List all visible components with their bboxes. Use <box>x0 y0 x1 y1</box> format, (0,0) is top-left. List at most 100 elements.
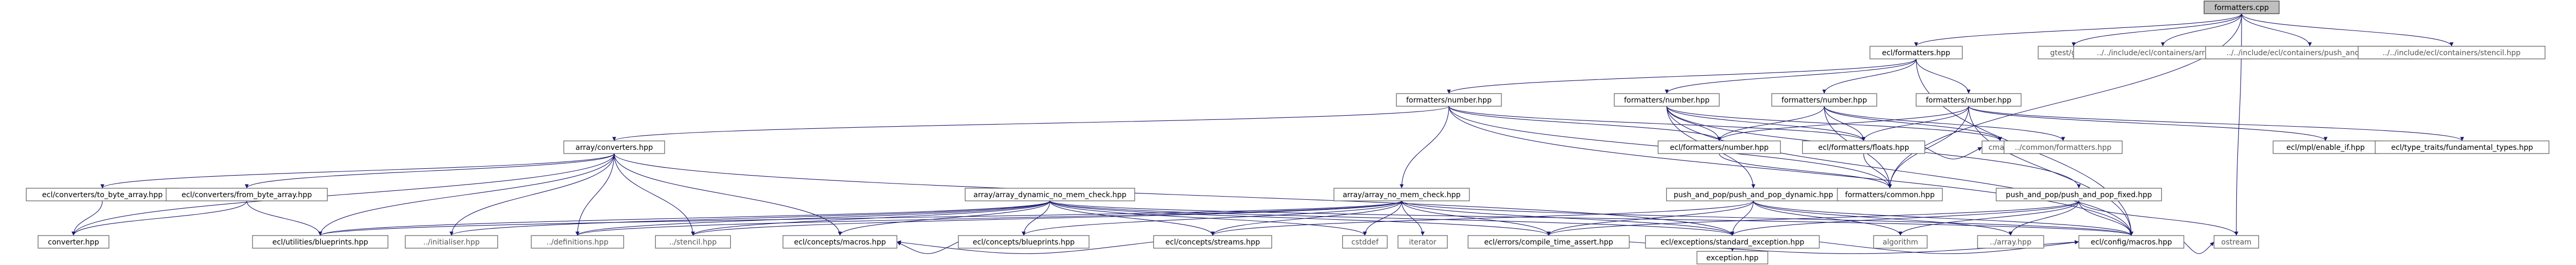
edge-root-to-gtest <box>2072 13 2242 47</box>
node-box <box>2213 235 2259 249</box>
edge-concepts_streams-to-concepts_macros <box>897 240 1154 254</box>
edge-fmt_num_1-to-ecl_fmt_floats <box>1448 106 1866 141</box>
edge-arr_nomem-to-std_exception <box>1401 200 1734 236</box>
node-exception[interactable]: exception.hpp <box>1696 251 1769 264</box>
node-definitions: ../definitions.hpp <box>531 235 624 249</box>
edge-fmt_num_4-to-config_macros <box>1968 106 2133 236</box>
edge-arr_dyn-to-compile_assert <box>1049 200 1551 236</box>
edge-arr_conv-to-conv_to <box>100 153 615 189</box>
edge-ecl_fmt_floats-to-cmath <box>1925 147 1982 160</box>
node-label: formatters/number.hpp <box>1926 96 2011 105</box>
node-label: push_and_pop/push_and_pop_fixed.hpp <box>2006 191 2152 199</box>
node-box <box>1873 235 1928 249</box>
node-label: converter.hpp <box>48 238 99 247</box>
edge-root-to-inc_pushpop <box>2241 13 2312 47</box>
node-label: ostream <box>2221 238 2252 247</box>
node-label: ../common/formatters.hpp <box>2015 144 2111 152</box>
node-box <box>1771 93 1877 107</box>
edge-arr_conv-to-conv_from <box>245 153 615 189</box>
node-box <box>1396 93 1502 107</box>
node-label: ../../include/ecl/containers/stencil.hpp <box>2383 49 2521 57</box>
node-ostream: ostream <box>2213 235 2259 249</box>
edge-fmt_num_1-to-ecl_fmt_num <box>1448 106 1721 141</box>
node-conv-from[interactable]: ecl/converters/from_byte_array.hpp <box>165 188 328 201</box>
node-conv-to[interactable]: ecl/converters/to_byte_array.hpp <box>26 188 179 201</box>
node-box <box>1696 251 1769 264</box>
node-box <box>1869 46 1963 59</box>
node-fmt-common[interactable]: formatters/common.hpp <box>1837 188 1943 201</box>
edge-arr_conv-to-initialiser <box>449 153 615 236</box>
edge-pp_dyn-to-compile_assert <box>1547 200 1754 236</box>
edge-pp_dyn-to-array_rel <box>1753 200 2013 236</box>
node-ecl-fmt[interactable]: ecl/formatters.hpp <box>1869 46 1963 59</box>
node-label: ../../include/ecl/containers/push_and_po… <box>2226 49 2393 57</box>
node-concepts-macros[interactable]: ecl/concepts/macros.hpp <box>782 235 898 249</box>
node-arr-nomem[interactable]: array/array_no_mem_check.hpp <box>1333 188 1470 201</box>
node-type-traits[interactable]: ecl/type_traits/fundamental_types.hpp <box>2374 140 2550 154</box>
edge-config_macros-to-ostream <box>2183 241 2214 254</box>
node-arr-conv[interactable]: array/converters.hpp <box>563 140 665 154</box>
node-label: ecl/concepts/macros.hpp <box>794 238 886 247</box>
edge-arr_dyn-to-std_exception <box>1049 200 1734 236</box>
node-label: iterator <box>1409 238 1436 247</box>
node-box <box>37 235 110 249</box>
node-initialiser: ../initialiser.hpp <box>405 235 498 249</box>
edge-pp_fixed-to-std_exception <box>1730 200 2079 236</box>
node-ecl-fmt-floats[interactable]: ecl/formatters/floats.hpp <box>1802 140 1926 154</box>
edge-arr_nomem-to-cstddef <box>1363 200 1402 236</box>
edge-concepts_blue-to-concepts_macros <box>897 241 959 254</box>
node-config-macros[interactable]: ecl/config/macros.hpp <box>2078 235 2184 249</box>
edge-root-to-ecl_fmt <box>1914 13 2242 47</box>
node-std-exception[interactable]: ecl/exceptions/standard_exception.hpp <box>1645 235 1820 249</box>
edge-pp_fixed-to-ostream <box>2078 200 2238 236</box>
node-label: push_and_pop/push_and_pop_dynamic.hpp <box>1674 191 1833 199</box>
edge-arr_conv-to-concepts_macros <box>614 153 842 236</box>
node-box <box>1342 235 1388 249</box>
node-box <box>252 235 388 249</box>
node-fmt-num-1[interactable]: formatters/number.hpp <box>1396 93 1502 107</box>
edge-arr_nomem-to-blueprints_u <box>318 200 1402 236</box>
edge-ecl_fmt_floats-to-fmt_common <box>1863 153 1892 189</box>
node-box <box>1916 93 2022 107</box>
edge-arr_nomem-to-iterator <box>1401 200 1425 236</box>
node-ecl-fmt-num[interactable]: ecl/formatters/number.hpp <box>1657 140 1781 154</box>
node-box <box>405 235 498 249</box>
edge-fmt_num_4-to-mpl_enable <box>1968 106 2328 141</box>
edge-pp_fixed-to-array_rel <box>2009 200 2079 236</box>
node-fmt-num-3[interactable]: formatters/number.hpp <box>1771 93 1877 107</box>
node-box <box>2203 1 2280 14</box>
node-box <box>2273 140 2379 154</box>
node-box <box>1397 235 1448 249</box>
node-label: ecl/concepts/blueprints.hpp <box>973 238 1075 247</box>
node-fmt-num-2[interactable]: formatters/number.hpp <box>1614 93 1720 107</box>
edge-pp_fixed-to-config_macros <box>2078 200 2133 236</box>
node-box <box>1977 235 2044 249</box>
node-label: ../../include/ecl/containers/array.hpp <box>2097 49 2229 57</box>
edge-ecl_fmt-to-fmt_num_2 <box>1665 58 1917 94</box>
node-box <box>2374 140 2550 154</box>
node-label: ecl/errors/compile_time_assert.hpp <box>1484 238 1613 247</box>
edge-fmt_num_4-to-ecl_fmt_num <box>1717 106 1969 141</box>
edge-fmt_num_2-to-ecl_fmt_num <box>1666 106 1721 141</box>
node-iterator: iterator <box>1397 235 1448 249</box>
edge-pp_dyn-to-std_exception <box>1730 200 1754 236</box>
node-pp-fixed[interactable]: push_and_pop/push_and_pop_fixed.hpp <box>1995 188 2162 201</box>
node-label: ecl/config/macros.hpp <box>2091 238 2172 247</box>
node-label: array/array_dynamic_no_mem_check.hpp <box>973 191 1127 199</box>
edge-pp_dyn-to-algorithm <box>1753 200 1902 236</box>
node-concepts-blue[interactable]: ecl/concepts/blueprints.hpp <box>958 235 1090 249</box>
node-mpl-enable[interactable]: ecl/mpl/enable_if.hpp <box>2273 140 2379 154</box>
node-label: ../stencil.hpp <box>669 238 717 247</box>
node-fmt-num-4[interactable]: formatters/number.hpp <box>1916 93 2022 107</box>
node-blueprints-u[interactable]: ecl/utilities/blueprints.hpp <box>252 235 388 249</box>
node-pp-dyn[interactable]: push_and_pop/push_and_pop_dynamic.hpp <box>1666 188 1841 201</box>
node-arr-dyn[interactable]: array/array_dynamic_no_mem_check.hpp <box>964 188 1135 201</box>
edge-arr_nomem-to-concepts_streams <box>1211 200 1402 236</box>
node-concepts-streams[interactable]: ecl/concepts/streams.hpp <box>1153 235 1273 249</box>
node-compile-assert[interactable]: ecl/errors/compile_time_assert.hpp <box>1467 235 1630 249</box>
node-label: ecl/utilities/blueprints.hpp <box>272 238 369 247</box>
node-converter[interactable]: converter.hpp <box>37 235 110 249</box>
edge-arr_dyn-to-concepts_streams <box>1049 200 1215 236</box>
node-label: algorithm <box>1883 238 1918 247</box>
node-box <box>1995 188 2162 201</box>
